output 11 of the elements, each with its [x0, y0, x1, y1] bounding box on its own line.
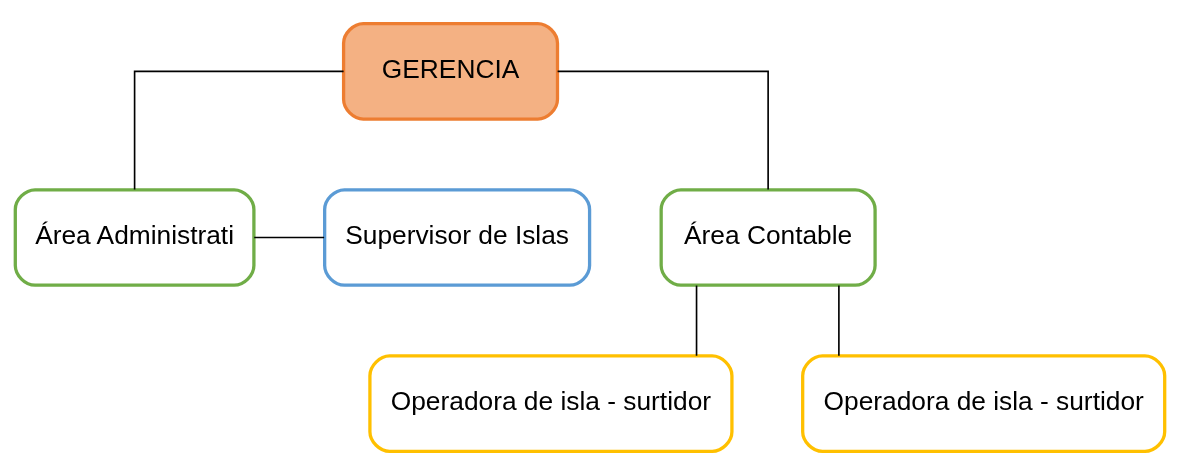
- connector: [133, 69, 345, 190]
- node-box: Operadora de isla - surtidor: [368, 353, 734, 453]
- node-box: Operadora de isla - surtidor: [801, 353, 1167, 453]
- node-box: Área Contable: [659, 187, 877, 287]
- node-box: Área Administrati: [13, 187, 256, 287]
- node-box: Supervisor de Islas: [323, 187, 592, 287]
- connector: [695, 284, 698, 357]
- connector: [556, 69, 769, 190]
- connector: [253, 236, 325, 238]
- connector: [838, 284, 840, 357]
- node-box: GERENCIA: [341, 21, 560, 121]
